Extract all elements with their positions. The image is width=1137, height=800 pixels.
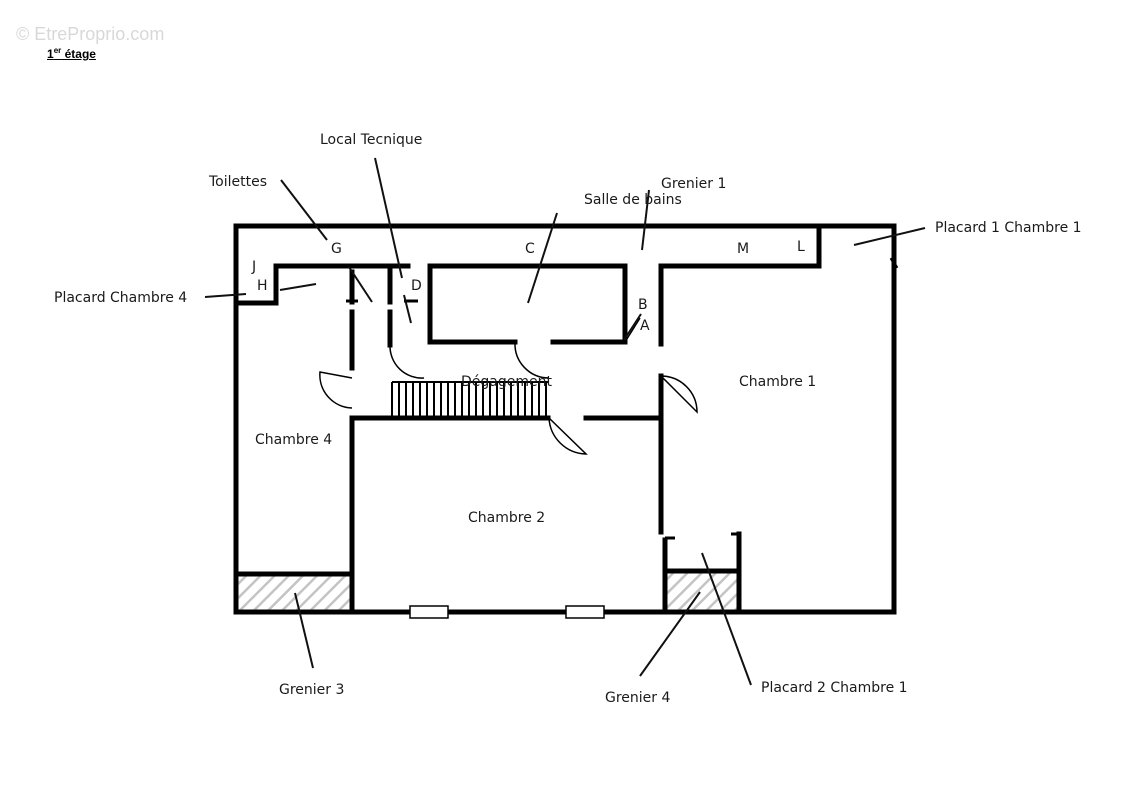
floor-heading-number: 1: [47, 47, 54, 61]
window-left: [409, 605, 449, 619]
label-placard-1-chambre-1: Placard 1 Chambre 1: [935, 220, 1082, 236]
letter-h: H: [257, 278, 268, 294]
walls: [233, 223, 897, 615]
floor-heading-label: étage: [64, 47, 96, 61]
floor-heading-superscript: er: [53, 46, 62, 55]
leader-lines: [204, 157, 926, 686]
label-placard-chambre-4: Placard Chambre 4: [54, 290, 187, 306]
grenier-4-hatch: [665, 573, 739, 610]
label-degagement: Dégagement: [461, 374, 552, 390]
floor-heading: 1er étage: [47, 46, 96, 61]
label-grenier-1: Grenier 1: [661, 176, 726, 192]
label-local-technique: Local Tecnique: [320, 132, 422, 148]
label-placard-2-chambre-1: Placard 2 Chambre 1: [761, 680, 908, 696]
label-chambre-4: Chambre 4: [255, 432, 332, 448]
letter-a: A: [640, 318, 650, 334]
letter-c: C: [525, 241, 535, 257]
label-chambre-2: Chambre 2: [468, 510, 545, 526]
label-grenier-4: Grenier 4: [605, 690, 670, 706]
letter-b: B: [638, 297, 648, 313]
letter-g: G: [331, 241, 342, 257]
letter-d: D: [411, 278, 422, 294]
doors: [319, 317, 698, 455]
label-grenier-3: Grenier 3: [279, 682, 344, 698]
label-toilettes: Toilettes: [208, 174, 267, 190]
letter-l: L: [797, 239, 805, 255]
letter-m: M: [737, 241, 749, 257]
watermark: © EtreProprio.com: [16, 24, 165, 44]
label-chambre-1: Chambre 1: [739, 374, 816, 390]
staircase: [391, 381, 548, 416]
letter-j: J: [251, 259, 256, 275]
label-salle-de-bains: Salle de bains: [584, 192, 682, 208]
window-right: [565, 605, 605, 619]
